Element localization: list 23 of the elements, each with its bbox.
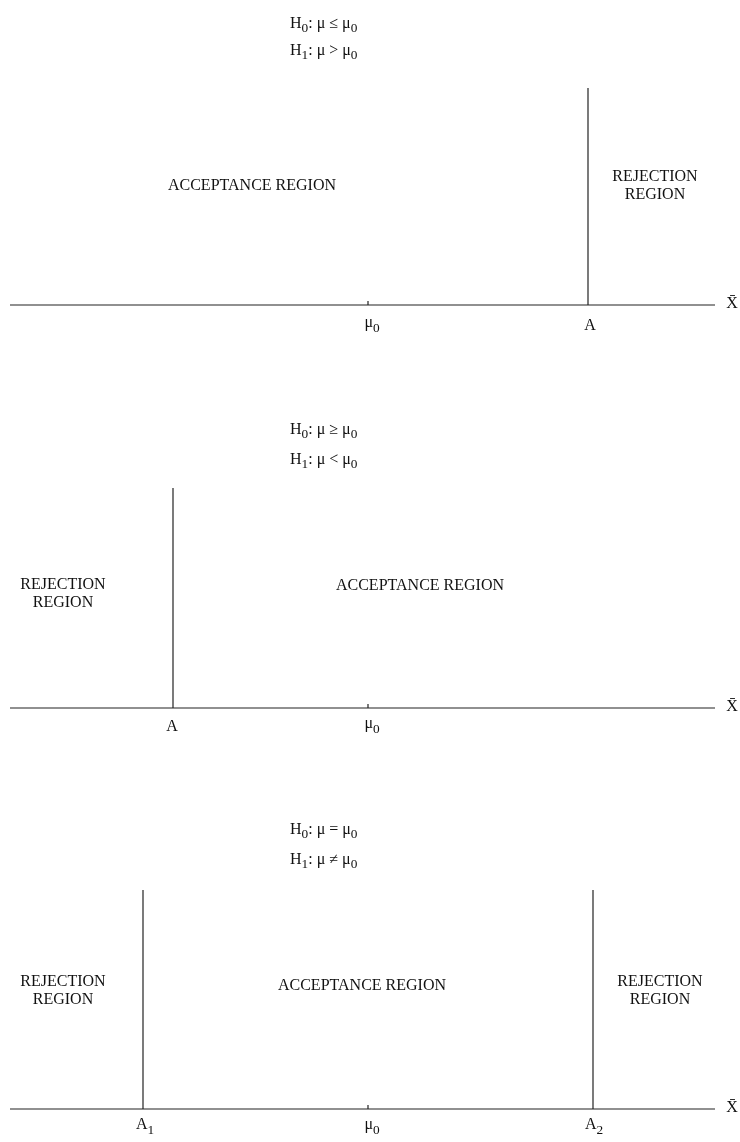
axis-label: X̄ xyxy=(726,294,738,312)
hypothesis-text: H$_{0}$: μ ≤ μ$_{0}$ xyxy=(290,14,358,38)
region-label: REJECTION REGION xyxy=(19,972,107,1008)
tick-label: A xyxy=(166,717,178,735)
axis-label: X̄ xyxy=(726,1098,738,1116)
region-label: ACCEPTANCE REGION xyxy=(277,976,447,994)
tick-label: μ$_{0}$ xyxy=(364,714,380,738)
tick-label: μ$_{0}$ xyxy=(364,1115,380,1139)
tick-label: A$_{1}$ xyxy=(135,1115,155,1139)
hypothesis-text: H$_{1}$: μ ≠ μ$_{0}$ xyxy=(290,850,358,874)
axis-label: X̄ xyxy=(726,697,738,715)
region-label: ACCEPTANCE REGION xyxy=(167,176,337,194)
region-label: REJECTION REGION xyxy=(19,575,107,611)
hypothesis-text: H$_{1}$: μ < μ$_{0}$ xyxy=(290,450,358,474)
region-label: REJECTION REGION xyxy=(616,972,704,1008)
tick-label: A xyxy=(584,316,596,334)
tick-label: μ$_{0}$ xyxy=(364,313,380,337)
hypothesis-text: H$_{0}$: μ = μ$_{0}$ xyxy=(290,820,358,844)
tick-label: A$_{2}$ xyxy=(584,1115,604,1139)
hypothesis-text: H$_{1}$: μ > μ$_{0}$ xyxy=(290,41,358,65)
hypothesis-text: H$_{0}$: μ ≥ μ$_{0}$ xyxy=(290,420,358,444)
region-label: ACCEPTANCE REGION xyxy=(335,576,505,594)
region-label: REJECTION REGION xyxy=(611,167,699,203)
